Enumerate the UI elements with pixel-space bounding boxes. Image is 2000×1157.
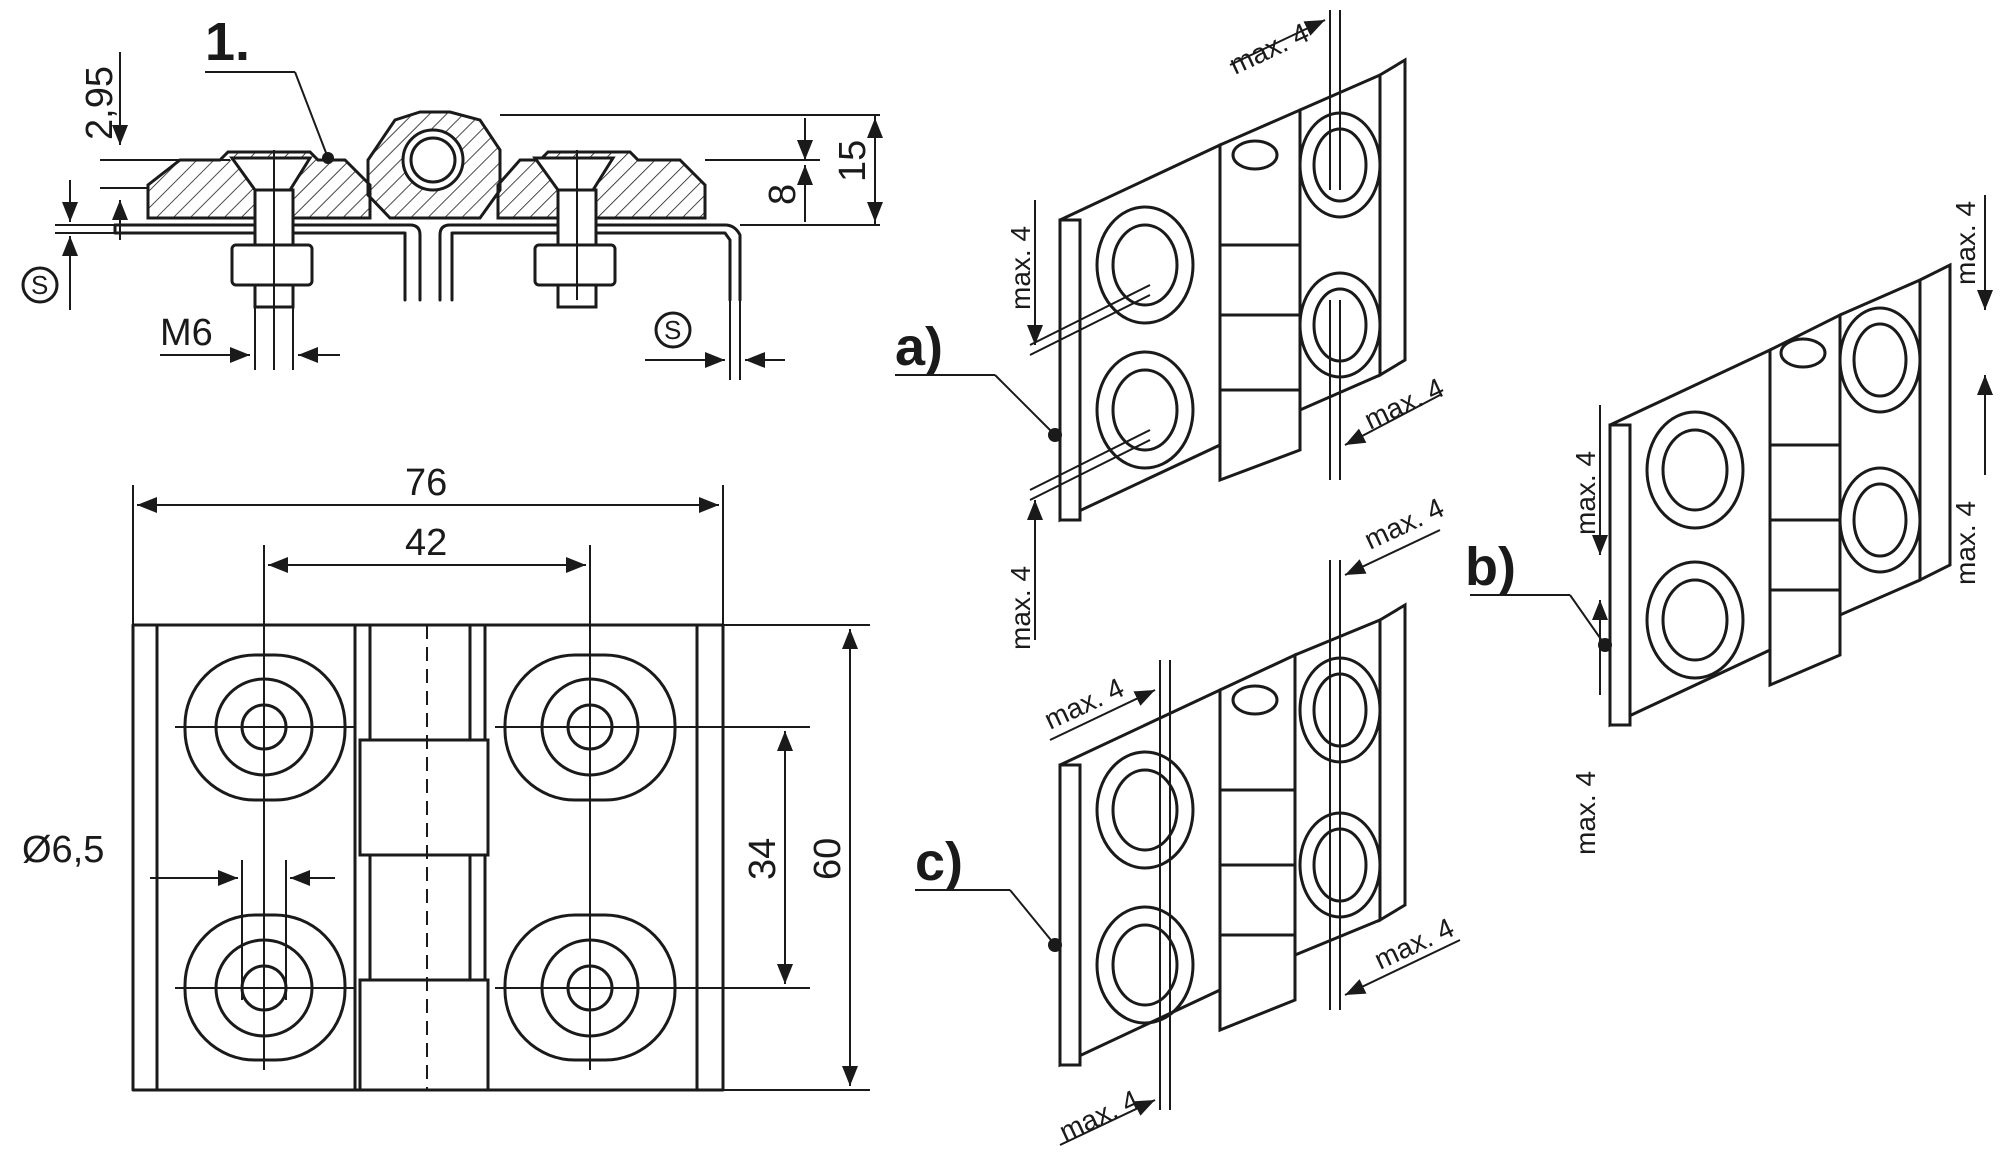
front-view: 76 42 60 34 Ø6,5: [22, 462, 870, 1092]
variant-b-label: b): [1465, 537, 1516, 597]
max4-a-4: max. 4: [1359, 372, 1448, 436]
max4-b-4: max. 4: [1950, 501, 1981, 585]
nut-right: [533, 243, 617, 287]
left-plate-outline: [113, 223, 422, 302]
s-symbol-left: [21, 266, 59, 304]
dim-8: 8: [762, 184, 804, 205]
variant-c-label: c): [915, 832, 963, 892]
dim-15: 15: [832, 140, 874, 182]
dim-2-95: 2,95: [79, 66, 121, 140]
svg-text:S: S: [664, 315, 681, 345]
max4-c-1: max. 4: [1039, 672, 1128, 736]
s-symbol-right: [654, 311, 692, 349]
max4-b-2: max. 4: [1570, 771, 1601, 855]
max4-b-3: max. 4: [1950, 201, 1981, 285]
max4-a-1: max. 4: [1005, 226, 1036, 310]
thread-m6: M6: [160, 312, 213, 354]
max4-c-4: max. 4: [1369, 912, 1458, 976]
dim-42: 42: [405, 522, 447, 564]
max4-c-3: max. 4: [1359, 492, 1448, 556]
max4-b-1: max. 4: [1570, 451, 1601, 535]
max4-a-3: max. 4: [1224, 17, 1313, 81]
part-ref-label: 1.: [205, 12, 250, 72]
iso-variant-b: max. 4 max. 4 max. 4 max. 4 b): [1465, 195, 1993, 855]
iso-variant-c: max. 4 max. 4 max. 4 max. 4 c): [915, 492, 1461, 1148]
max4-a-2: max. 4: [1005, 566, 1036, 650]
variant-a-label: a): [895, 317, 943, 377]
svg-text:S: S: [31, 270, 48, 300]
max4-c-2: max. 4: [1054, 1084, 1143, 1148]
nut-left: [230, 243, 314, 287]
dim-60: 60: [807, 838, 849, 880]
section-view: 1. 2,95 S 8 15 M6 S: [21, 12, 883, 380]
dim-diameter: Ø6,5: [22, 829, 104, 871]
dim-34: 34: [742, 838, 784, 880]
dim-76: 76: [405, 462, 447, 504]
iso-variant-a: max. 4 max. 4 max. 4 max. 4 a): [895, 10, 1449, 650]
